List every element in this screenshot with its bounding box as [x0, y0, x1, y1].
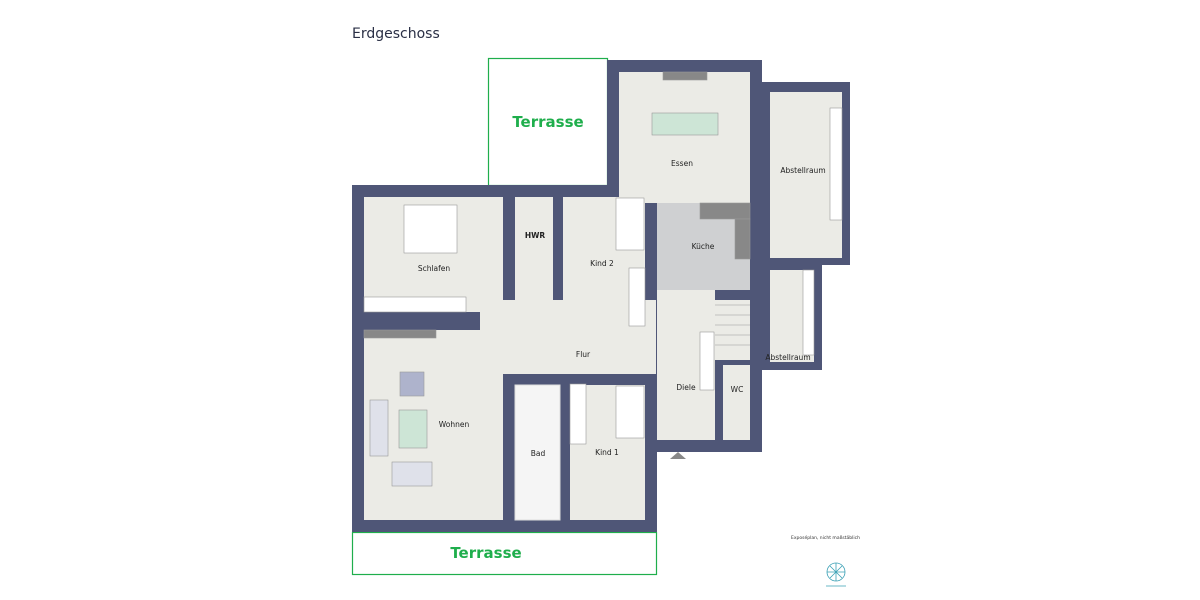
scale-note: Exposéplan, nicht maßstäblich [791, 534, 860, 541]
room-label-schlafen: Schlafen [418, 264, 451, 273]
terrace-bottom [351, 531, 658, 576]
furniture [363, 71, 843, 487]
room-label-wc: WC [731, 385, 744, 394]
bath-tiles [514, 384, 561, 521]
room-label-hwr: HWR [525, 231, 546, 240]
room-label-wohnen: Wohnen [439, 420, 470, 429]
room-label-bad: Bad [531, 449, 546, 458]
room-label-essen: Essen [671, 159, 693, 168]
room-label-abstellraum: Abstellraum [780, 166, 825, 175]
stairs [715, 304, 750, 346]
entrance-arrow-icon [670, 452, 686, 459]
room-label-kind1: Kind 1 [595, 448, 619, 457]
terrace-label: Terrasse [450, 544, 521, 562]
room-label-kind2: Kind 2 [590, 259, 614, 268]
ferris-wheel-logo-icon [826, 562, 846, 587]
room-label-flur: Flur [576, 350, 591, 359]
room-label-diele: Diele [676, 383, 696, 392]
terrace-label: Terrasse [512, 113, 583, 131]
floor-title: Erdgeschoss [352, 26, 440, 42]
room-label-abstellraum: Abstellraum [765, 353, 810, 362]
room-label-kueche: Küche [692, 242, 715, 251]
